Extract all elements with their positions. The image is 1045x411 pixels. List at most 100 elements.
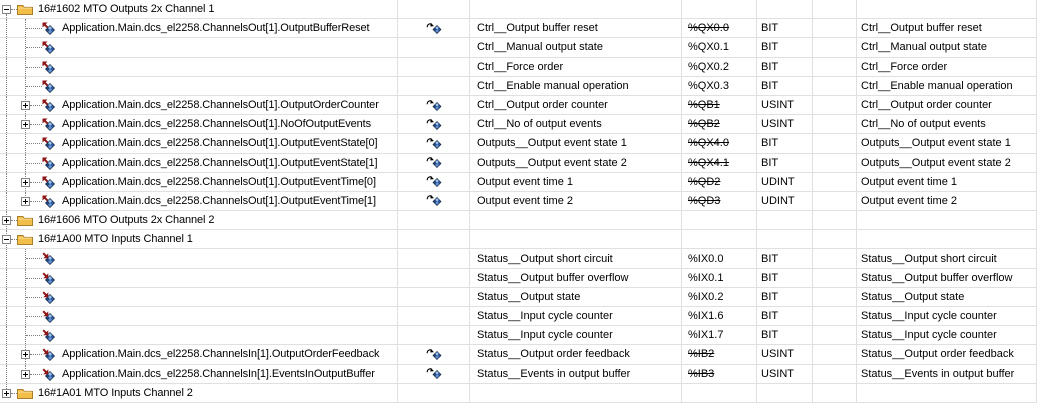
unit-cell[interactable] [813, 230, 857, 249]
description-cell[interactable]: Ctrl__Enable manual operation [857, 76, 1037, 95]
description-cell[interactable] [857, 0, 1037, 19]
tree-expander[interactable] [2, 5, 11, 14]
address-cell[interactable]: %QX4.0 [682, 134, 757, 153]
unit-cell[interactable] [813, 19, 857, 38]
type-cell[interactable]: BIT [757, 268, 813, 287]
address-cell[interactable]: %IX1.6 [682, 307, 757, 326]
type-cell[interactable]: BIT [757, 19, 813, 38]
mapping-cell[interactable] [398, 230, 470, 249]
description-cell[interactable]: Status__Output order feedback [857, 345, 1037, 364]
address-cell[interactable]: %IX0.1 [682, 268, 757, 287]
variable-cell[interactable]: 16#1A01 MTO Inputs Channel 2 [0, 383, 398, 402]
address-cell[interactable]: %IX0.2 [682, 287, 757, 306]
mapping-cell[interactable] [398, 307, 470, 326]
variable-cell[interactable] [0, 57, 398, 76]
channel-cell[interactable]: Output event time 2 [470, 191, 682, 211]
description-cell[interactable]: Status__Output buffer overflow [857, 268, 1037, 287]
type-cell[interactable]: BIT [757, 76, 813, 95]
address-cell[interactable]: %QD3 [682, 191, 757, 211]
address-cell[interactable] [682, 383, 757, 402]
description-cell[interactable]: Status__Output short circuit [857, 249, 1037, 268]
mapping-cell[interactable] [398, 57, 470, 76]
channel-cell[interactable]: Ctrl__Output order counter [470, 95, 682, 115]
tree-expander[interactable] [21, 196, 30, 206]
mapping-cell[interactable] [398, 287, 470, 306]
mapping-cell[interactable] [398, 211, 470, 230]
channel-cell[interactable]: Status__Output short circuit [470, 249, 682, 268]
address-cell[interactable]: %QB2 [682, 115, 757, 134]
type-cell[interactable]: BIT [757, 287, 813, 306]
type-cell[interactable]: USINT [757, 115, 813, 134]
address-cell[interactable]: %IX0.0 [682, 249, 757, 268]
variable-cell[interactable] [0, 268, 398, 287]
address-cell[interactable] [682, 211, 757, 230]
variable-cell[interactable]: Application.Main.dcs_el2258.ChannelsOut[… [0, 153, 398, 172]
type-cell[interactable]: UDINT [757, 172, 813, 191]
variable-cell[interactable] [0, 307, 398, 326]
unit-cell[interactable] [813, 0, 857, 19]
unit-cell[interactable] [813, 268, 857, 287]
mapping-cell[interactable] [398, 172, 470, 191]
mapping-cell[interactable] [398, 383, 470, 402]
type-cell[interactable]: USINT [757, 345, 813, 364]
type-cell[interactable]: UDINT [757, 191, 813, 211]
tree-expander[interactable] [2, 388, 11, 398]
address-cell[interactable]: %QX4.1 [682, 153, 757, 172]
mapping-cell[interactable] [398, 345, 470, 364]
address-cell[interactable]: %QD2 [682, 172, 757, 191]
description-cell[interactable]: Output event time 2 [857, 191, 1037, 211]
tree-expander[interactable] [21, 100, 30, 110]
channel-cell[interactable] [470, 0, 682, 19]
address-cell[interactable]: %IB2 [682, 345, 757, 364]
channel-cell[interactable]: Status__Events in output buffer [470, 364, 682, 383]
variable-cell[interactable] [0, 287, 398, 306]
address-cell[interactable]: %QX0.2 [682, 57, 757, 76]
type-cell[interactable] [757, 230, 813, 249]
tree-expander[interactable] [21, 177, 30, 187]
channel-cell[interactable]: Ctrl__Force order [470, 57, 682, 76]
description-cell[interactable]: Status__Input cycle counter [857, 326, 1037, 345]
address-cell[interactable]: %QX0.1 [682, 38, 757, 57]
type-cell[interactable] [757, 211, 813, 230]
mapping-cell[interactable] [398, 38, 470, 57]
variable-cell[interactable]: Application.Main.dcs_el2258.ChannelsIn[1… [0, 345, 398, 364]
unit-cell[interactable] [813, 115, 857, 134]
address-cell[interactable]: %QX0.0 [682, 19, 757, 38]
unit-cell[interactable] [813, 211, 857, 230]
type-cell[interactable]: USINT [757, 95, 813, 115]
unit-cell[interactable] [813, 249, 857, 268]
unit-cell[interactable] [813, 364, 857, 383]
address-cell[interactable]: %IX1.7 [682, 326, 757, 345]
description-cell[interactable]: Ctrl__Output order counter [857, 95, 1037, 115]
type-cell[interactable]: BIT [757, 326, 813, 345]
mapping-cell[interactable] [398, 19, 470, 38]
description-cell[interactable]: Output event time 1 [857, 172, 1037, 191]
type-cell[interactable] [757, 383, 813, 402]
description-cell[interactable]: Outputs__Output event state 1 [857, 134, 1037, 153]
channel-cell[interactable]: Ctrl__Output buffer reset [470, 19, 682, 38]
type-cell[interactable]: BIT [757, 134, 813, 153]
unit-cell[interactable] [813, 172, 857, 191]
unit-cell[interactable] [813, 95, 857, 115]
type-cell[interactable] [757, 0, 813, 19]
mapping-cell[interactable] [398, 115, 470, 134]
variable-cell[interactable]: Application.Main.dcs_el2258.ChannelsOut[… [0, 172, 398, 191]
channel-cell[interactable]: Status__Input cycle counter [470, 307, 682, 326]
channel-cell[interactable]: Status__Input cycle counter [470, 326, 682, 345]
description-cell[interactable]: Ctrl__No of output events [857, 115, 1037, 134]
description-cell[interactable] [857, 383, 1037, 402]
channel-cell[interactable]: Outputs__Output event state 2 [470, 153, 682, 172]
mapping-cell[interactable] [398, 153, 470, 172]
tree-expander[interactable] [2, 235, 11, 245]
unit-cell[interactable] [813, 307, 857, 326]
type-cell[interactable]: BIT [757, 153, 813, 172]
mapping-cell[interactable] [398, 76, 470, 95]
variable-cell[interactable]: 16#1A00 MTO Inputs Channel 1 [0, 230, 398, 249]
address-cell[interactable]: %IB3 [682, 364, 757, 383]
variable-cell[interactable] [0, 38, 398, 57]
mapping-cell[interactable] [398, 249, 470, 268]
unit-cell[interactable] [813, 134, 857, 153]
mapping-cell[interactable] [398, 364, 470, 383]
variable-cell[interactable] [0, 326, 398, 345]
variable-cell[interactable] [0, 249, 398, 268]
